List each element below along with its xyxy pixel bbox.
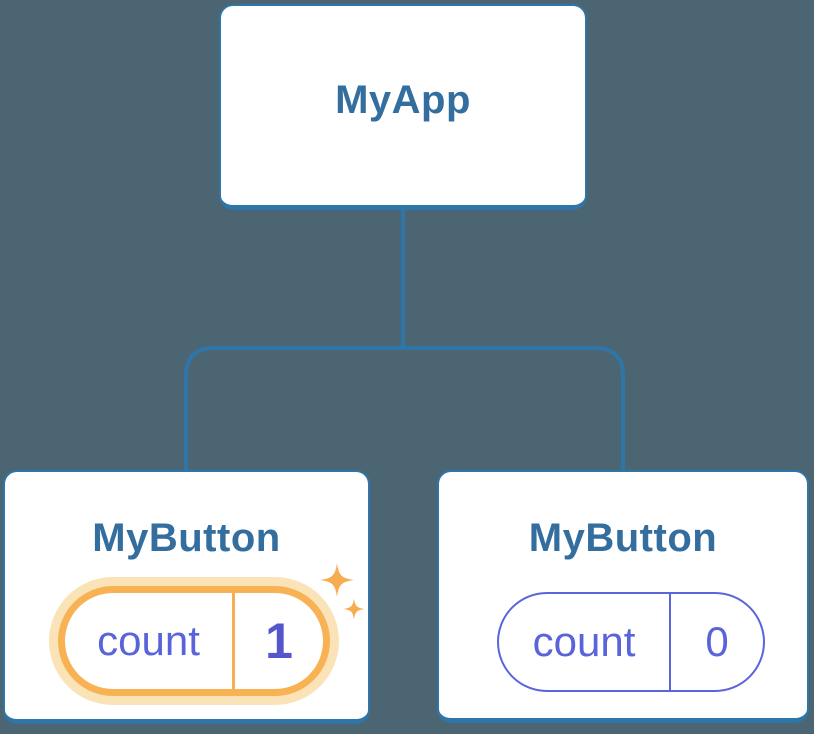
component-node-mybutton-2: MyButton count 0 (437, 470, 809, 723)
state-key-label: count (499, 594, 671, 690)
component-label-myapp: MyApp (335, 78, 471, 122)
sparkle-large (320, 563, 354, 597)
sparkle-small (343, 598, 365, 620)
state-value: 1 (265, 613, 293, 669)
component-label-mybutton-2: MyButton (528, 516, 718, 560)
component-node-mybutton-1: MyButton count 1 (3, 470, 370, 724)
sparkles-icon (320, 563, 365, 620)
state-pill: count 0 (497, 592, 765, 692)
component-label-mybutton-1: MyButton (92, 516, 281, 560)
state-pill-highlighted: count 1 (58, 586, 330, 696)
connector-branch (184, 346, 625, 472)
component-node-myapp: MyApp (219, 4, 587, 210)
state-value: 0 (705, 618, 729, 665)
state-key-label: count (65, 593, 235, 689)
